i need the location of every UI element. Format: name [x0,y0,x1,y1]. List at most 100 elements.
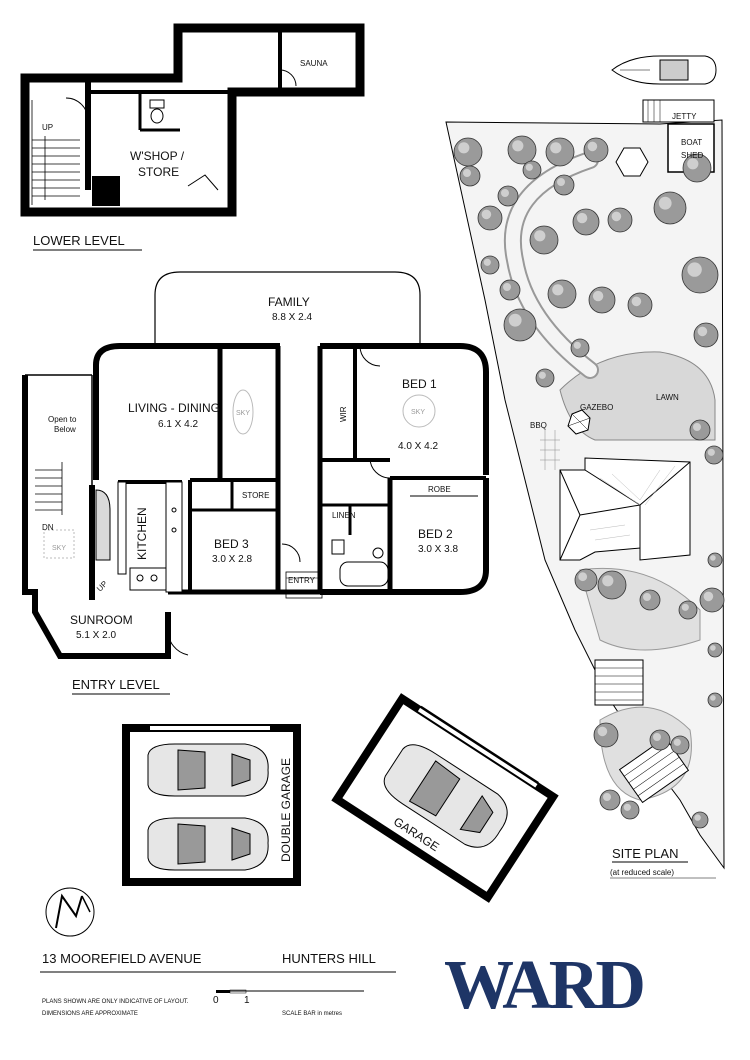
car-icon [147,743,269,797]
tree-highlight [707,448,715,456]
tree-canopy-icon [547,279,577,309]
kitchen-label: KITCHEN [135,507,149,560]
tree-canopy-icon [649,729,671,751]
tree-highlight [693,423,701,431]
entry-level-plan: SKY SKY [22,271,489,659]
bed1-dims: 4.0 X 4.2 [398,441,438,452]
robe-label: ROBE [428,485,451,494]
linen-label: LINEN [332,511,356,520]
tree-highlight [631,296,642,307]
site-plan: JETTY BOAT SHED LAWN GAZEBO BBQ [445,55,725,870]
tree-highlight [687,158,699,170]
bbq-label: BBQ [530,421,547,430]
bed2-dims: 3.0 X 3.8 [418,544,458,555]
tree-canopy-icon [529,225,559,255]
suburb-label: HUNTERS HILL [282,951,376,966]
tree-highlight [508,313,522,327]
tree-canopy-icon [553,174,575,196]
wir-label: WIR [339,406,348,422]
tree-highlight [578,572,588,582]
sunroom-name: SUNROOM [70,613,133,627]
tree-highlight [611,211,622,222]
bed1-name: BED 1 [402,377,437,391]
tree-canopy-icon [704,445,724,465]
tree-highlight [587,141,598,152]
living-sky-label: SKY [236,410,250,417]
tree-canopy-icon [459,165,481,187]
tree-highlight [603,793,611,801]
tree-canopy-icon [593,722,619,748]
tree-canopy-icon [477,205,503,231]
living-dining-name: LIVING - DINING [128,401,220,415]
brand-logo: WARD [444,947,643,1024]
tree-highlight [573,341,581,349]
living-dining-dims: 6.1 X 4.2 [158,419,198,430]
tree-highlight [623,803,631,811]
tree-canopy-icon [497,185,519,207]
boat-icon [611,55,717,85]
tree-canopy-icon [678,600,698,620]
tree-canopy-icon [597,570,627,600]
tree-canopy-icon [653,191,687,225]
tree-highlight [602,575,614,587]
tree-canopy-icon [507,135,537,165]
tree-highlight [597,726,608,737]
workshop-label-line1: W'SHOP / [130,149,185,163]
tree-canopy-icon [572,208,600,236]
tree-canopy-icon [620,800,640,820]
open-below-line1: Open to [48,415,77,424]
tree-canopy-icon [691,811,709,829]
bed2-name: BED 2 [418,527,453,541]
workshop-label-line2: STORE [138,165,179,179]
tree-highlight [501,189,509,197]
tree-highlight [697,326,708,337]
boat-shed-line2: SHED [681,151,703,160]
tree-highlight [538,371,546,379]
site-plan-heading: SITE PLAN [612,846,678,861]
sunroom-dims: 5.1 X 2.0 [76,630,116,641]
open-below-line2: Below [54,425,76,434]
store-label: STORE [242,491,269,500]
tree-highlight [694,814,701,821]
tree-canopy-icon [570,338,590,358]
tree-canopy-icon [583,137,609,163]
north-arrow-icon [45,887,95,937]
tree-highlight [703,591,714,602]
sauna-label: SAUNA [300,59,328,68]
tree-canopy-icon [670,735,690,755]
tree-canopy-icon [522,160,542,180]
lower-level-heading: LOWER LEVEL [33,233,125,248]
tree-highlight [481,209,492,220]
scale-tick-0: 0 [213,995,219,1006]
tree-highlight [658,196,672,210]
scale-tick-1: 1 [244,995,250,1006]
tree-canopy-icon [499,279,521,301]
entry-level-heading: ENTRY LEVEL [72,677,160,692]
lower-level-plan: SAUNA W'SHOP / STORE UP [20,23,365,217]
lawn-label: LAWN [656,393,679,402]
tree-highlight [710,645,716,651]
tree-highlight [673,738,681,746]
site-plan-subheading: (at reduced scale) [610,868,674,877]
stair-dn-label: DN [42,523,54,532]
bed3-dims: 3.0 X 2.8 [212,554,252,565]
tree-highlight [463,169,471,177]
lower-stair-up-label: UP [42,123,53,132]
scale-bar: 0 1 SCALE BAR in metres [213,989,364,1017]
jetty-label: JETTY [672,112,697,121]
tree-highlight [576,212,588,224]
tree-canopy-icon [535,368,555,388]
tree-canopy-icon [689,419,711,441]
tree-canopy-icon [707,552,723,568]
tree-canopy-icon [480,255,500,275]
tree-canopy-group [453,135,725,829]
tree-highlight [710,695,716,701]
tree-highlight [483,258,491,266]
tree-highlight [503,283,511,291]
tree-highlight [710,555,716,561]
entry-sky-label: SKY [52,545,66,552]
tree-highlight [525,163,533,171]
bed1-sky-label: SKY [411,409,425,416]
tree-canopy-icon [607,207,633,233]
